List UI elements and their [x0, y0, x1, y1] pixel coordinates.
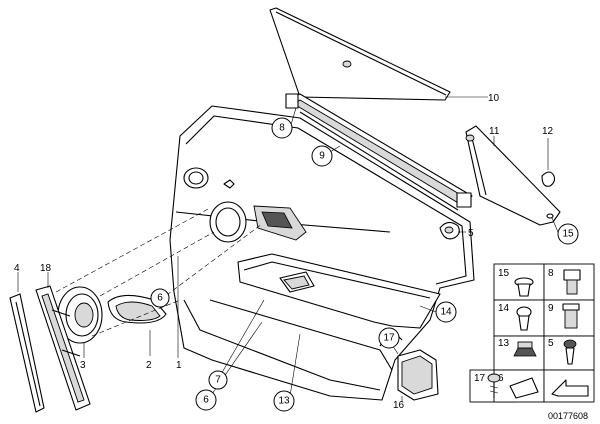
- label-11: 11: [489, 126, 500, 137]
- callout-9: 9: [311, 145, 333, 167]
- callout-6b-text: 6: [203, 395, 209, 406]
- document-number: 00177608: [548, 411, 588, 421]
- callout-13-text: 13: [278, 396, 290, 407]
- callout-6b: 6: [195, 389, 217, 411]
- grid-label-13: 13: [498, 338, 510, 349]
- fastener-5: [563, 339, 577, 365]
- label-3: 3: [80, 360, 86, 371]
- grid-label-6: 6: [498, 373, 504, 384]
- label-16: 16: [393, 400, 405, 411]
- small-clip-12: [541, 138, 556, 187]
- callout-17: 17: [378, 327, 400, 349]
- label-2: 2: [146, 360, 152, 371]
- callout-6a-text: 6: [157, 293, 163, 304]
- roller-bar: [285, 93, 473, 211]
- callout-15: 15: [557, 223, 579, 245]
- trim-strip-4: [9, 272, 45, 413]
- fastener-9: [562, 303, 580, 329]
- door-trim-panel: [169, 105, 475, 401]
- assembly-lines: [55, 207, 263, 358]
- door-opener-handle: [107, 294, 167, 356]
- label-5: 5: [468, 228, 474, 239]
- fastener-15: [514, 277, 534, 297]
- grid-label-9: 9: [548, 303, 554, 314]
- callout-13: 13: [273, 390, 295, 412]
- label-18: 18: [40, 263, 52, 274]
- cover-strip: [465, 125, 561, 226]
- label-12: 12: [542, 126, 554, 137]
- callout-15-text: 15: [562, 229, 574, 240]
- callout-6a: 6: [150, 288, 170, 308]
- fastener-13: [513, 341, 537, 357]
- grid-label-14: 14: [498, 303, 510, 314]
- fixing-clip-5: [439, 221, 466, 240]
- label-10: 10: [488, 93, 500, 104]
- callout-7: 7: [208, 370, 228, 390]
- arrow-symbol: [551, 379, 589, 397]
- fastener-grid: 15 8 14 9 13 5 17 6: [469, 263, 595, 403]
- callout-8: 8: [271, 117, 293, 139]
- label-1: 1: [176, 360, 182, 371]
- fastener-8: [563, 269, 581, 295]
- fastener-6: [509, 377, 539, 399]
- callout-14: 14: [435, 301, 457, 323]
- sun-blind-panel: [269, 7, 488, 101]
- label-4: 4: [14, 263, 20, 274]
- callout-14-text: 14: [440, 307, 452, 318]
- callout-17-text: 17: [383, 333, 395, 344]
- grid-label-8: 8: [548, 268, 554, 279]
- cover-bracket-16: [397, 349, 439, 402]
- grid-label-15: 15: [498, 268, 510, 279]
- fastener-14: [516, 306, 532, 331]
- grid-label-17: 17: [474, 373, 486, 384]
- callout-8-text: 8: [279, 123, 285, 134]
- callout-9-text: 9: [319, 151, 325, 162]
- grab-handle-rail: [35, 272, 91, 411]
- callout-7-text: 7: [215, 375, 221, 386]
- grid-label-5: 5: [548, 338, 554, 349]
- fastener-17: [487, 373, 501, 398]
